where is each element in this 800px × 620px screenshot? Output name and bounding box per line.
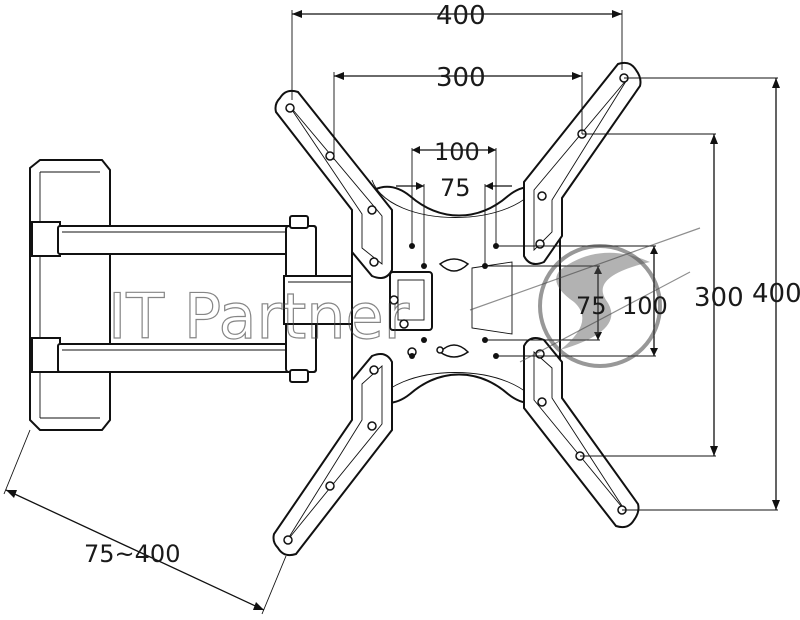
- dim-75-vertical-label: 75: [576, 292, 607, 320]
- swing-arms: [57, 215, 375, 383]
- dimension-labels: 400 300 100 75 75 100 300 400 75~400: [84, 1, 800, 568]
- watermark-logo-icon: [469, 227, 701, 368]
- dim-400-vertical-label: 400: [752, 279, 800, 309]
- dim-100-horizontal-label: 100: [434, 138, 480, 166]
- dim-300-vertical-label: 300: [694, 283, 744, 313]
- watermark-text: IT Partner: [108, 280, 410, 353]
- dim-75-horizontal-label: 75: [440, 174, 471, 202]
- dim-arm-extension-label: 75~400: [84, 540, 180, 568]
- dim-300-horizontal-label: 300: [436, 63, 486, 93]
- rail-lower-right: [523, 337, 640, 529]
- rail-lower-left: [272, 353, 393, 557]
- watermark: IT Partner: [107, 227, 701, 368]
- wall-plate: [29, 159, 111, 431]
- dim-400-horizontal-label: 400: [436, 1, 486, 31]
- rail-upper-left: [274, 89, 393, 279]
- dimension-lines: [3, 10, 780, 615]
- dim-100-vertical-label: 100: [622, 292, 668, 320]
